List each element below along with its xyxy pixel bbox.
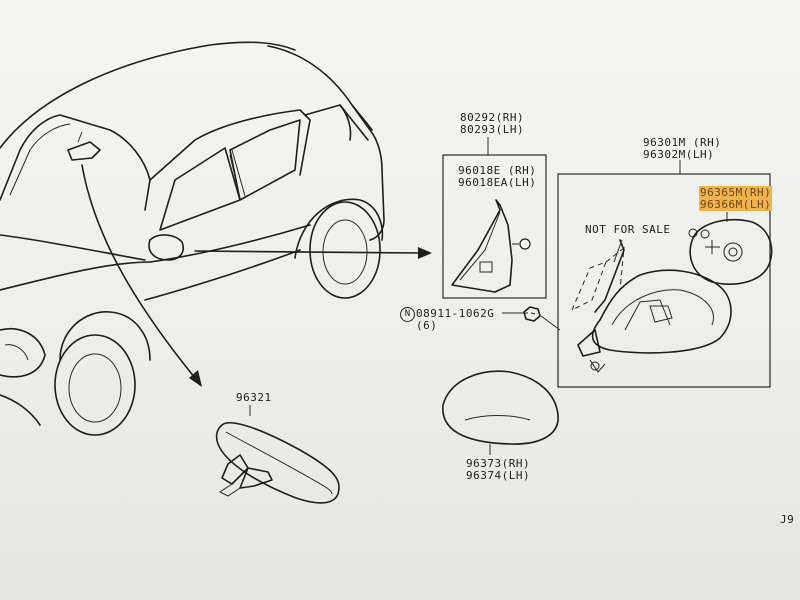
base-rh-label: 80292(RH) xyxy=(460,111,525,124)
mirror-assy-group xyxy=(557,160,773,388)
mirror-base-group xyxy=(442,137,547,299)
nut-code-label: 08911-1062G xyxy=(416,307,495,320)
mirror-assy-lh-label: 96302M(LH) xyxy=(643,148,715,161)
nut-group xyxy=(502,306,561,331)
not-for-sale-label: NOT FOR SALE xyxy=(585,223,671,236)
finisher-lh-label: 96018EA(LH) xyxy=(458,176,537,189)
base-lh-label: 80293(LH) xyxy=(460,123,525,136)
cover-rh-label: 96373(RH) xyxy=(466,457,531,470)
mirror-cover-group xyxy=(442,370,559,455)
nut-qty-label: (6) xyxy=(416,319,438,332)
cover-lh-label: 96374(LH) xyxy=(466,469,531,482)
finisher-rh-label: 96018E (RH) xyxy=(458,164,537,177)
mirror-assy-rh-label: 96301M (RH) xyxy=(643,136,722,149)
glass-lh-label: 96366M(LH) xyxy=(699,198,773,211)
car-illustration xyxy=(0,41,385,436)
page-ref-label: J9 xyxy=(780,513,795,526)
pointer-arrows xyxy=(81,164,432,387)
inner-mirror-group xyxy=(215,405,340,504)
glass-rh-label: 96365M(RH) xyxy=(699,186,773,199)
inner-mirror-label: 96321 xyxy=(236,391,272,404)
nut-prefix-circle: N xyxy=(400,307,415,322)
